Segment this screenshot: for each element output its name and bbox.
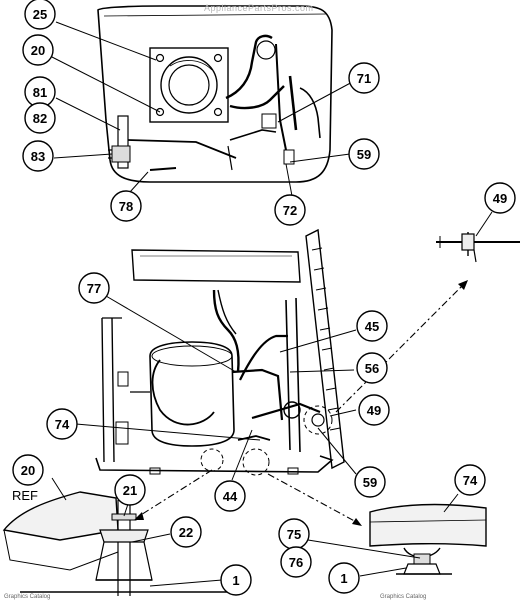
footer-left: Graphics Catalog — [4, 594, 50, 600]
callout-56-label: 56 — [365, 361, 379, 376]
detail-mount-right — [369, 503, 487, 575]
callout-49-main: 49 — [358, 394, 390, 426]
callout-45: 45 — [356, 310, 388, 342]
callout-20-label: 20 — [31, 43, 45, 58]
callout-78-label: 78 — [119, 199, 133, 214]
callout-25: 25 — [24, 0, 56, 30]
top-view — [97, 5, 333, 183]
callout-56: 56 — [356, 352, 388, 384]
leader-lines — [49, 21, 493, 587]
detail-mount-left — [2, 491, 240, 596]
callout-21: 21 — [114, 474, 146, 506]
callout-20-ref: 20 — [12, 454, 44, 486]
callout-20: 20 — [22, 34, 54, 66]
callout-59-label: 59 — [357, 147, 371, 162]
callout-71: 71 — [348, 62, 380, 94]
watermark: AppliancePartsPros.com — [204, 3, 314, 13]
ref-label: REF — [12, 488, 38, 503]
callout-83: 83 — [22, 140, 54, 172]
arrowheads — [134, 280, 468, 526]
callout-81: 81 — [24, 76, 56, 108]
callout-44: 44 — [214, 480, 246, 512]
footer-right: Graphics Catalog — [380, 594, 426, 600]
callout-59-main: 59 — [354, 466, 386, 498]
callout-82-label: 82 — [33, 111, 47, 126]
callout-22-label: 22 — [179, 525, 193, 540]
callout-1-left: 1 — [220, 564, 252, 596]
dash-dot-arrows — [135, 281, 467, 525]
callout-49-top-label: 49 — [493, 191, 507, 206]
callouts: 25 20 81 82 83 78 71 59 72 49 77 45 56 4… — [12, 0, 516, 596]
callout-22: 22 — [170, 516, 202, 548]
callout-72: 72 — [274, 194, 306, 226]
callout-49-main-label: 49 — [367, 403, 381, 418]
callout-21-label: 21 — [123, 483, 137, 498]
callout-74-main: 74 — [46, 408, 78, 440]
callout-76-label: 76 — [289, 555, 303, 570]
callout-78: 78 — [110, 190, 142, 222]
callout-75: 75 — [278, 518, 310, 550]
callout-74-main-label: 74 — [55, 417, 70, 432]
callout-44-label: 44 — [223, 489, 238, 504]
callout-82: 82 — [24, 102, 56, 134]
callout-59-main-label: 59 — [363, 475, 377, 490]
main-view — [95, 228, 345, 476]
callout-75-label: 75 — [287, 527, 301, 542]
callout-1-right: 1 — [328, 562, 360, 594]
callout-1-left-label: 1 — [232, 573, 239, 588]
callout-76: 76 — [280, 546, 312, 578]
callout-20-ref-label: 20 — [21, 463, 35, 478]
callout-71-label: 71 — [357, 71, 371, 86]
callout-59: 59 — [348, 138, 380, 170]
callout-77: 77 — [78, 272, 110, 304]
callout-72-label: 72 — [283, 203, 297, 218]
detail-49 — [436, 232, 520, 263]
callout-74-detail-label: 74 — [463, 473, 478, 488]
callout-77-label: 77 — [87, 281, 101, 296]
callout-25-label: 25 — [33, 7, 47, 22]
callout-1-right-label: 1 — [340, 571, 347, 586]
callout-74-detail: 74 — [454, 464, 486, 496]
callout-81-label: 81 — [33, 85, 47, 100]
callout-83-label: 83 — [31, 149, 45, 164]
callout-45-label: 45 — [365, 319, 379, 334]
callout-49-top: 49 — [484, 182, 516, 214]
